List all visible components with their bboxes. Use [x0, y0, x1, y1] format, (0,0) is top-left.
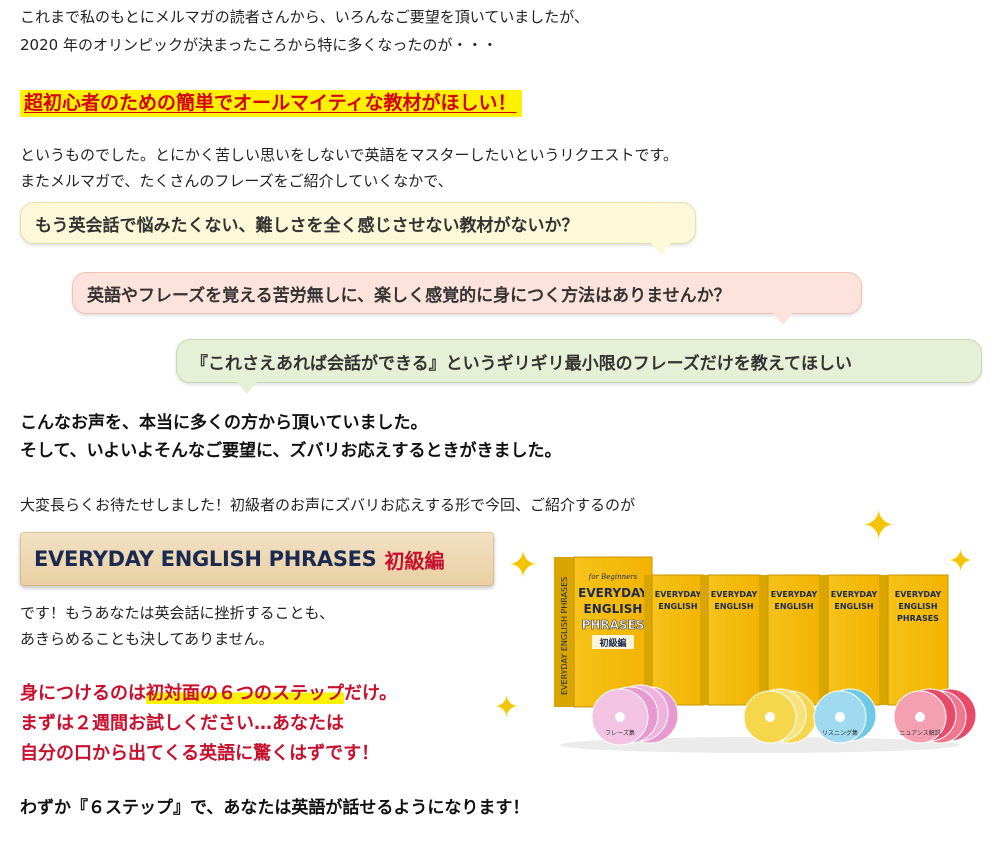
sparkle-icon: ✦: [862, 503, 896, 549]
speech-bubble-1-text: もう英会話で悩みたくない、難しさを全く感じさせない教材がないか？: [35, 215, 579, 236]
sparkle-icon: ✦: [494, 690, 520, 725]
box-tag: for Beginners: [588, 573, 638, 581]
after-banner-line-2: あきらめることも決してありません。: [20, 630, 274, 648]
secondary-boxes: EVERYDAY ENGLISH EVERYDAY ENGLISH EVERYD…: [644, 574, 949, 706]
red-line-1: 身につけるのは初対面の６つのステップだけ。: [20, 680, 397, 708]
red-line-2: まずは２週間お試しください…あなたは: [20, 713, 344, 734]
spine-text: EVERYDAY ENGLISH PHRASES: [560, 577, 569, 695]
cd-label-2: リスニング集: [822, 729, 858, 737]
cd-label-3: ニュアンス解説: [899, 729, 941, 737]
main-box: EVERYDAY ENGLISH PHRASES for Beginners E…: [554, 556, 653, 708]
intro-line-1: これまで私のもとにメルマガの読者さんから、いろんなご要望を頂いていましたが、: [20, 8, 589, 26]
box-title-2: ENGLISH: [584, 602, 643, 616]
svg-text:ENGLISH: ENGLISH: [834, 602, 873, 611]
voices-line-1: こんなお声を、本当に多くの方から頂いていました。: [20, 413, 428, 433]
banner-english-title: EVERYDAY ENGLISH PHRASES: [34, 547, 377, 571]
svg-text:ENGLISH: ENGLISH: [774, 602, 813, 611]
speech-bubble-2-text: 英語やフレーズを覚える苦労無しに、楽しく感覚的に身につく方法はありませんか？: [87, 285, 731, 306]
red-line-1-post: だけ。: [344, 683, 398, 704]
red-line-1-highlight: 初対面の６つのステップ: [146, 683, 344, 704]
svg-text:ENGLISH: ENGLISH: [658, 602, 697, 611]
request-line-1: というものでした。とにかく苦しい思いをしないで英語をマスターしたいというリクエス…: [20, 146, 679, 164]
closing-text: わずか『６ステップ』で、あなたは英語が話せるようになります！: [20, 798, 530, 818]
sparkle-icon: ✦: [508, 545, 539, 586]
svg-text:ENGLISH: ENGLISH: [714, 602, 753, 611]
cd-group-blue: リスニング集: [813, 688, 877, 744]
red-line-3: 自分の口から出てくる英語に驚くはずです！: [20, 743, 380, 764]
speech-bubble-3: 『これさえあれば会話ができる』というギリギリ最小限のフレーズだけを教えてほしい: [176, 339, 982, 394]
highlight-heading-text: 超初心者のための簡単でオールマイティな教材がほしい！: [20, 90, 523, 117]
product-intro-text: 大変長らくお待たせしました！初級者のお声にズバリお応えする形で今回、ご紹介するの…: [20, 496, 636, 514]
main-box-spine: [554, 557, 574, 707]
request-line-2: またメルマガで、たくさんのフレーズをご紹介していくなかで、: [20, 172, 453, 190]
speech-bubble-2: 英語やフレーズを覚える苦労無しに、楽しく感覚的に身につく方法はありませんか？: [72, 272, 862, 325]
product-image: EVERYDAY ENGLISH PHRASES for Beginners E…: [554, 556, 977, 753]
intro-line-2: 2020 年のオリンピックが決まったころから特に多くなったのが・・・: [20, 36, 498, 54]
highlight-heading: 超初心者のための簡単でオールマイティな教材がほしい！: [20, 88, 523, 117]
sparkle-icon: ✦: [948, 544, 974, 579]
box-sub-bg: [592, 635, 634, 649]
cd-label-1: フレーズ集: [605, 729, 635, 737]
red-line-1-pre: 身につけるのは: [20, 683, 146, 704]
speech-bubble-1: もう英会話で悩みたくない、難しさを全く感じさせない教材がないか？: [20, 202, 696, 255]
main-box-front: [573, 556, 653, 708]
cd-group-red: ニュアンス解説: [893, 688, 977, 744]
box-title-3: PHRASES: [582, 618, 645, 632]
after-banner-line-1: です！もうあなたは英会話に挫折することも、: [20, 604, 335, 622]
svg-text:PHRASES: PHRASES: [897, 614, 939, 623]
svg-text:EVERYDAY: EVERYDAY: [711, 590, 758, 599]
bubble-tail: [651, 243, 671, 255]
bubble-tail: [773, 313, 793, 325]
speech-bubble-3-text: 『これさえあれば会話ができる』というギリギリ最小限のフレーズだけを教えてほしい: [191, 353, 852, 374]
svg-text:EVERYDAY: EVERYDAY: [831, 590, 878, 599]
svg-text:EVERYDAY: EVERYDAY: [771, 590, 818, 599]
bubble-tail: [237, 382, 257, 394]
product-title-banner: EVERYDAY ENGLISH PHRASES 初級編: [20, 532, 494, 586]
banner-japanese-title: 初級編: [384, 548, 445, 573]
box-title-1: EVERYDAY: [578, 586, 648, 600]
cd-group-yellow: [743, 688, 817, 744]
voices-line-2: そして、いよいよそんなご要望に、ズバリお応えするときがきました。: [20, 441, 562, 461]
svg-text:ENGLISH: ENGLISH: [898, 602, 937, 611]
box-sub: 初級編: [599, 637, 626, 649]
cd-group-pink: フレーズ集: [591, 684, 679, 746]
svg-text:EVERYDAY: EVERYDAY: [655, 590, 702, 599]
svg-text:EVERYDAY: EVERYDAY: [895, 590, 942, 599]
